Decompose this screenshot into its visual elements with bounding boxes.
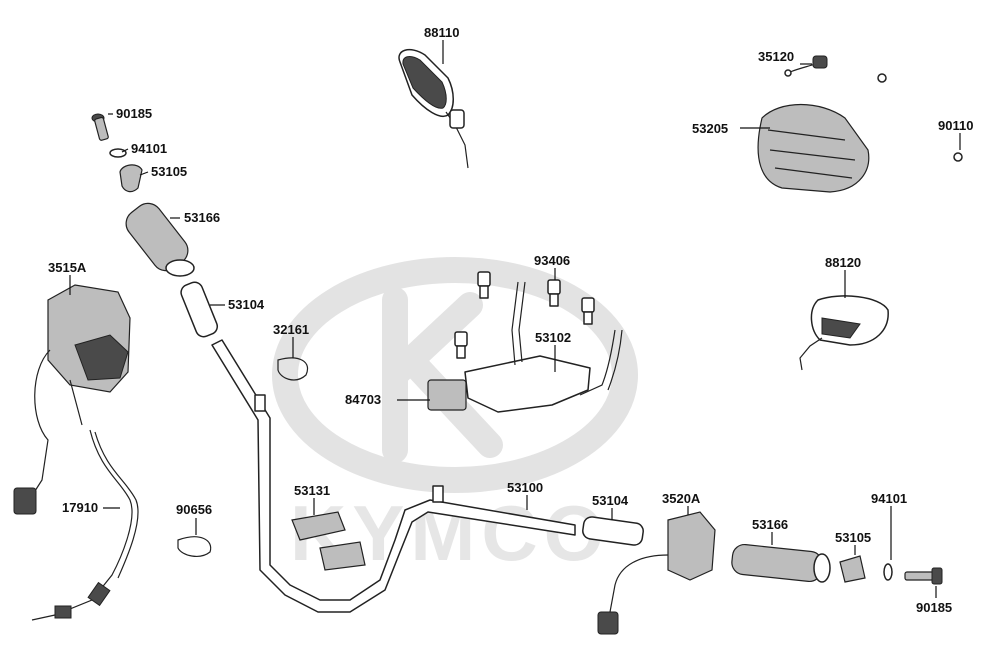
leader-lines bbox=[69, 40, 961, 598]
bracket bbox=[427, 281, 623, 413]
label-3515A: 3515A bbox=[48, 260, 87, 275]
label-32161: 32161 bbox=[273, 322, 309, 337]
label-35120: 35120 bbox=[758, 49, 794, 64]
label-53104-right: 53104 bbox=[592, 493, 629, 508]
label-90185-right: 90185 bbox=[916, 600, 952, 615]
label-53102: 53102 bbox=[535, 330, 571, 345]
clip-32161 bbox=[277, 357, 309, 381]
throttle-sleeve bbox=[180, 281, 219, 338]
label-3520A: 3520A bbox=[662, 491, 701, 506]
label-53105-top: 53105 bbox=[151, 164, 187, 179]
right-switch-assembly bbox=[597, 511, 716, 635]
label-53105-right: 53105 bbox=[835, 530, 871, 545]
left-mirror bbox=[398, 48, 469, 169]
label-88110: 88110 bbox=[424, 25, 459, 40]
bolts bbox=[454, 271, 595, 359]
right-mirror bbox=[799, 295, 889, 371]
label-53166-top: 53166 bbox=[184, 210, 220, 225]
bar-end-weight bbox=[839, 555, 866, 583]
socket-wire bbox=[784, 55, 887, 83]
screw-90110 bbox=[953, 152, 963, 162]
label-90185-top: 90185 bbox=[116, 106, 152, 121]
label-17910: 17910 bbox=[62, 500, 98, 515]
label-53205: 53205 bbox=[692, 121, 728, 136]
label-53166-right: 53166 bbox=[752, 517, 788, 532]
clip-90656 bbox=[177, 536, 212, 557]
handlebar-clamps bbox=[291, 511, 366, 571]
cable bbox=[31, 429, 139, 621]
handlebar bbox=[211, 339, 576, 613]
bolt-90185-right bbox=[904, 567, 943, 585]
label-84703: 84703 bbox=[345, 392, 381, 407]
left-switch-assembly bbox=[13, 284, 131, 515]
handlebar-cover bbox=[757, 103, 870, 193]
handlebar-end-kit-left bbox=[91, 113, 143, 193]
label-53104-top: 53104 bbox=[228, 297, 265, 312]
label-93406: 93406 bbox=[534, 253, 570, 268]
label-94101-top: 94101 bbox=[131, 141, 167, 156]
washer bbox=[883, 563, 893, 581]
label-90110: 90110 bbox=[938, 118, 973, 133]
label-94101-right: 94101 bbox=[871, 491, 907, 506]
right-grip bbox=[731, 543, 831, 583]
label-90656: 90656 bbox=[176, 502, 212, 517]
label-88120: 88120 bbox=[825, 255, 861, 270]
label-53100: 53100 bbox=[507, 480, 543, 495]
left-grip bbox=[125, 202, 195, 277]
part-labels: 88110 35120 90185 94101 53105 53205 9011… bbox=[48, 25, 973, 615]
label-53131: 53131 bbox=[294, 483, 330, 498]
sleeve-right bbox=[582, 516, 644, 546]
